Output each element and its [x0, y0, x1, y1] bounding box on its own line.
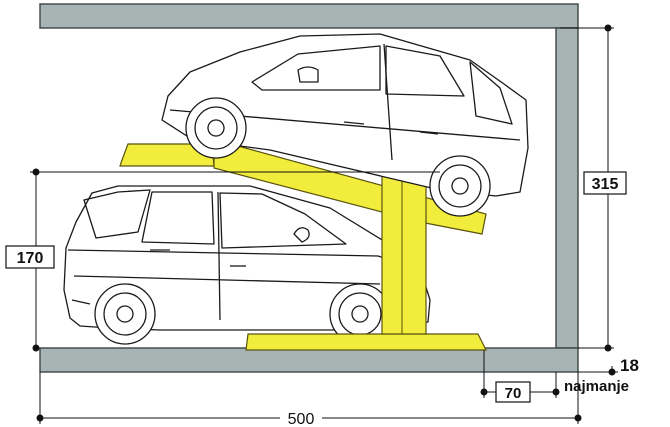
- pit-depth-label: 18: [620, 356, 639, 375]
- height-total-label: 315: [592, 176, 619, 193]
- dimension-labels: 315 170 18 najmanje 70 500: [5, 171, 639, 427]
- height-total-box: [583, 171, 627, 195]
- upper-car: [161, 33, 529, 217]
- lower-base-plate: [245, 333, 487, 351]
- floor-slab: [39, 347, 579, 373]
- height-lower-box: [5, 245, 55, 269]
- clearance-label: 70: [505, 385, 522, 402]
- right-wall: [555, 27, 579, 349]
- dimension-dots: [32, 24, 616, 422]
- clearance-box: [495, 381, 531, 403]
- height-lower-label: 170: [17, 250, 44, 267]
- pit-depth-note: najmanje: [564, 378, 629, 395]
- ceiling-slab: [39, 3, 579, 29]
- length-total-label: 500: [288, 411, 315, 427]
